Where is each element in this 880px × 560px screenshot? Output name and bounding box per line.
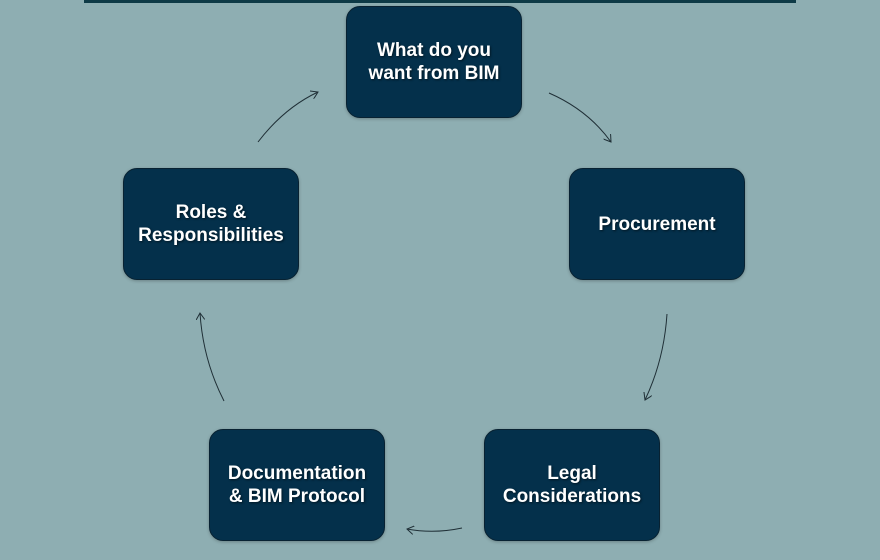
arrow-legal-to-documentation	[407, 528, 463, 531]
node-want-from-bim: What do you want from BIM	[346, 6, 522, 118]
node-label: Roles & Responsibilities	[138, 202, 284, 246]
arrow-documentation-to-roles	[200, 313, 225, 402]
node-label: Legal Considerations	[502, 463, 642, 507]
arrow-want-to-procurement	[548, 92, 611, 142]
node-documentation-bim-protocol: Documentation & BIM Protocol	[209, 429, 385, 541]
node-label: Documentation & BIM Protocol	[227, 463, 367, 507]
node-procurement: Procurement	[569, 168, 745, 280]
top-divider-bar	[84, 0, 796, 3]
arrow-procurement-to-legal	[645, 313, 668, 400]
node-label: Procurement	[598, 213, 716, 235]
node-legal-considerations: Legal Considerations	[484, 429, 660, 541]
arrow-roles-to-want	[257, 92, 318, 143]
node-roles-responsibilities: Roles & Responsibilities	[123, 168, 299, 280]
node-label: What do you want from BIM	[368, 40, 500, 84]
